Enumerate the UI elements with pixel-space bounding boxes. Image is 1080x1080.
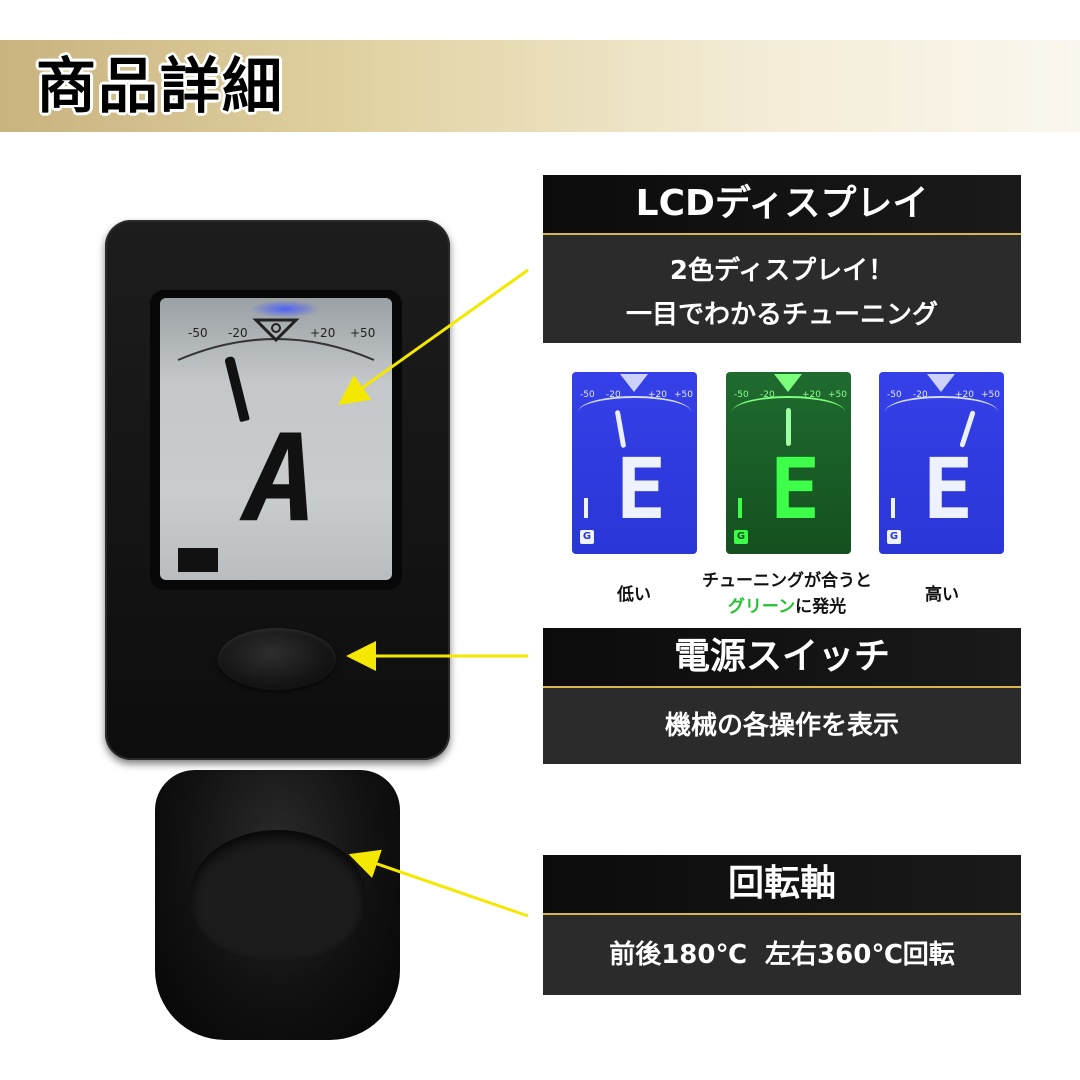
mode-scale-label: -50	[580, 390, 595, 400]
mode-scale-arc	[885, 396, 998, 428]
mode-scale-labels: -50 -20 +20 +50	[732, 384, 847, 404]
panel-header	[543, 855, 1021, 915]
mode-scale-label: +20	[955, 390, 974, 400]
mode-scale-arc	[578, 396, 691, 428]
axis-callout-desc: 前後180℃ 左右360℃回転	[609, 940, 955, 970]
lcd-backlight-glow	[250, 300, 320, 318]
mode-scale-label: +50	[674, 390, 693, 400]
mode-marker-icon	[774, 374, 802, 392]
lcd-callout-desc: 2色ディスプレイ！ 一目でわかるチューニング	[543, 249, 1021, 337]
mode-flag	[584, 498, 588, 518]
axis-callout-title: 回転軸	[727, 863, 836, 904]
mode-scale-label: -50	[887, 390, 902, 400]
display-mode-tuned: -50 -20 +20 +50 E G	[726, 372, 851, 554]
header-banner	[0, 40, 1080, 132]
lcd-desc-line2: 一目でわかるチューニング	[625, 300, 938, 330]
panel-header	[543, 628, 1021, 688]
axis-callout-panel: 回転軸 前後180℃ 左右360℃回転	[543, 855, 1021, 995]
lcd-scale-label: +50	[350, 326, 376, 340]
mode-scale-label: -50	[734, 390, 749, 400]
mode-badge: G	[734, 530, 748, 544]
lcd-indicator-block	[178, 548, 218, 572]
mode-scale-label: +20	[802, 390, 821, 400]
power-callout-panel: 電源スイッチ 機械の各操作を表示	[543, 628, 1021, 764]
mode-scale-label: +50	[828, 390, 847, 400]
power-callout-title: 電源スイッチ	[673, 636, 890, 677]
mode-marker-icon	[927, 374, 955, 392]
mode-caption-tuned-line1: チューニングが合うと	[702, 571, 872, 591]
mode-caption-tuned: チューニングが合うと グリーンに発光	[672, 568, 902, 620]
power-callout-desc: 機械の各操作を表示	[664, 711, 899, 741]
mode-marker-icon	[620, 374, 648, 392]
mode-scale-label: +20	[648, 390, 667, 400]
lcd-scale-labels: -50 -20 +20 +50	[170, 320, 382, 360]
mode-note: E	[769, 440, 821, 538]
mode-badge: G	[580, 530, 594, 544]
mode-note: E	[922, 440, 974, 538]
mode-caption-low: 低い	[617, 585, 651, 605]
mode-caption-high: 高い	[925, 585, 959, 605]
mode-badge: G	[887, 530, 901, 544]
power-button[interactable]	[218, 628, 336, 690]
display-mode-high: -50 -20 +20 +50 E G	[879, 372, 1004, 554]
mode-note: E	[615, 440, 667, 538]
mode-caption-green-word: グリーン	[727, 597, 796, 617]
display-mode-low: -50 -20 +20 +50 E G	[572, 372, 697, 554]
lcd-note-display: A	[245, 410, 319, 549]
lcd-scale-label: -20	[228, 326, 248, 340]
lcd-callout-panel: LCDディスプレイ 2色ディスプレイ！ 一目でわかるチューニング	[543, 175, 1021, 343]
panel-header	[543, 175, 1021, 235]
mode-scale-label: -20	[760, 390, 775, 400]
mode-scale-label: +50	[981, 390, 1000, 400]
lcd-desc-line1: 2色ディスプレイ！	[669, 256, 895, 286]
lcd-scale-label: +20	[310, 326, 336, 340]
mode-caption-tuned-line2: グリーンに発光	[672, 594, 902, 620]
lcd-scale-label: -50	[188, 326, 208, 340]
lcd-callout-title: LCDディスプレイ	[635, 183, 929, 224]
page-title: 商品詳細	[36, 52, 284, 122]
mode-scale-label: -20	[606, 390, 621, 400]
mode-caption-suffix: に発光	[795, 597, 847, 617]
mode-scale-labels: -50 -20 +20 +50	[885, 384, 1000, 404]
mode-scale-label: -20	[913, 390, 928, 400]
mode-needle	[786, 408, 791, 446]
mode-flag	[891, 498, 895, 518]
mode-scale-arc	[732, 396, 845, 428]
tuner-clip-pivot	[190, 830, 365, 960]
mode-flag	[738, 498, 742, 518]
mode-scale-labels: -50 -20 +20 +50	[578, 384, 693, 404]
